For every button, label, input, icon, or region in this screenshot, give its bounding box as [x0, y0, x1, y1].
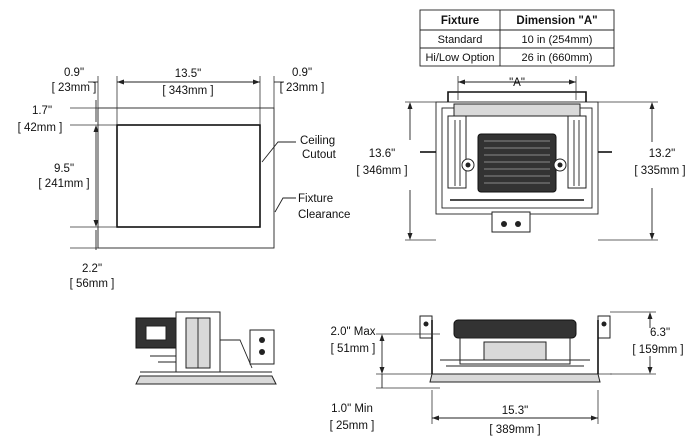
cutout-top-margin-mm: [ 42mm ] — [18, 122, 63, 134]
front-min-in: 1.0" Min — [331, 403, 373, 415]
table-header-fixture: Fixture — [441, 15, 479, 27]
cutout-height-in: 9.5" — [54, 163, 74, 175]
fixture-clearance-outline — [97, 107, 275, 249]
top-left-height-mm: [ 346mm ] — [356, 165, 407, 177]
table-cell-hilow-dim: 26 in (660mm) — [522, 52, 593, 64]
front-width-mm: [ 389mm ] — [489, 424, 540, 436]
ceiling-cutout-label-2: Cutout — [302, 149, 337, 161]
top-view: "A" 13.6" [ 346mm ] 13.2" [ 335mm ] — [356, 76, 686, 241]
front-width-in: 15.3" — [502, 405, 528, 417]
ceiling-cutout-label-1: Ceiling — [300, 135, 335, 147]
table-cell-standard: Standard — [438, 34, 483, 46]
ceiling-cutout-outline — [116, 124, 261, 228]
cutout-right-margin-in: 0.9" — [292, 67, 312, 79]
top-right-height-in: 13.2" — [649, 148, 675, 160]
cutout-bottom-margin-in: 2.2" — [82, 263, 102, 275]
cutout-bottom-margin-mm: [ 56mm ] — [70, 278, 115, 290]
cutout-view: 0.9" [ 23mm ] 13.5" [ 343mm ] 0.9" [ 23m… — [18, 67, 351, 290]
fixture-clearance-label-2: Clearance — [298, 209, 350, 221]
cutout-right-margin-mm: [ 23mm ] — [280, 82, 325, 94]
front-height-mm: [ 159mm ] — [632, 344, 683, 356]
table-cell-hilow: Hi/Low Option — [425, 52, 494, 64]
table-cell-standard-dim: 10 in (254mm) — [522, 34, 593, 46]
front-max-in: 2.0" Max — [331, 326, 376, 338]
front-view: 2.0" Max [ 51mm ] 1.0" Min [ 25mm ] 6.3"… — [330, 311, 684, 436]
cutout-width-in: 13.5" — [175, 68, 201, 80]
fixture-clearance-label-1: Fixture — [298, 193, 333, 205]
front-max-mm: [ 51mm ] — [331, 343, 376, 355]
dimension-table: Fixture Dimension "A" Standard 10 in (25… — [419, 9, 615, 67]
top-left-height-in: 13.6" — [369, 148, 395, 160]
top-right-height-mm: [ 335mm ] — [634, 165, 685, 177]
cutout-left-margin-mm: [ 23mm ] — [52, 82, 97, 94]
front-min-mm: [ 25mm ] — [330, 420, 375, 432]
dimension-a-label: "A" — [509, 77, 525, 89]
cutout-left-margin-in: 0.9" — [64, 67, 84, 79]
side-view — [135, 311, 277, 385]
table-header-dimension: Dimension "A" — [516, 15, 597, 27]
cutout-top-margin-in: 1.7" — [32, 105, 52, 117]
cutout-height-mm: [ 241mm ] — [38, 178, 89, 190]
cutout-width-mm: [ 343mm ] — [162, 85, 213, 97]
front-height-in: 6.3" — [650, 327, 670, 339]
